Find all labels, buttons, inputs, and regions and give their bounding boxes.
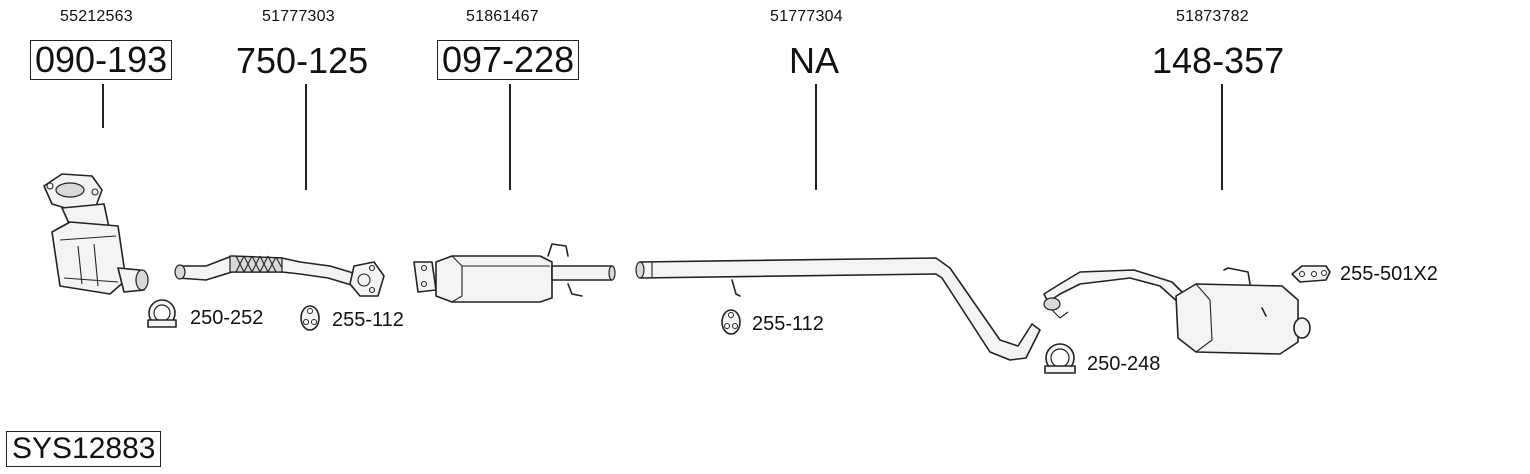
part-reference[interactable]: 148-357 bbox=[1152, 40, 1285, 81]
catalytic-converter-drawing[interactable] bbox=[43, 173, 149, 295]
part-reference[interactable]: NA bbox=[789, 40, 840, 81]
part-reference[interactable]: 750-125 bbox=[236, 40, 369, 81]
accessory-label[interactable]: 255-501X2 bbox=[1340, 263, 1438, 285]
oem-number: 55212563 bbox=[60, 8, 133, 25]
leader-line bbox=[1221, 84, 1223, 190]
accessory-label[interactable]: 250-252 bbox=[190, 307, 264, 329]
leader-line bbox=[305, 84, 307, 190]
rubber-ring-icon[interactable] bbox=[721, 309, 741, 335]
part-reference[interactable]: 097-228 bbox=[437, 40, 580, 80]
oem-number: 51777303 bbox=[262, 8, 335, 25]
rubber-ring-icon[interactable] bbox=[300, 305, 320, 331]
oem-number: 51861467 bbox=[466, 8, 539, 25]
rear-silencer-drawing[interactable] bbox=[1043, 267, 1311, 355]
leader-line bbox=[102, 84, 104, 128]
part-reference[interactable]: 090-193 bbox=[30, 40, 173, 80]
clamp-icon[interactable] bbox=[1044, 343, 1076, 374]
accessory-label[interactable]: 255-112 bbox=[332, 309, 404, 331]
oem-number: 51873782 bbox=[1176, 8, 1249, 25]
front-pipe-drawing[interactable] bbox=[174, 255, 385, 297]
hanger-bracket-icon[interactable] bbox=[1291, 265, 1331, 283]
leader-line bbox=[509, 84, 511, 190]
middle-silencer-drawing[interactable] bbox=[413, 243, 616, 303]
oem-number: 51777304 bbox=[770, 8, 843, 25]
system-code: SYS12883 bbox=[6, 431, 162, 467]
clamp-icon[interactable] bbox=[147, 299, 177, 328]
intermediate-pipe-drawing[interactable] bbox=[635, 257, 1041, 361]
leader-line bbox=[815, 84, 817, 190]
accessory-label[interactable]: 250-248 bbox=[1087, 353, 1161, 375]
accessory-label[interactable]: 255-112 bbox=[752, 313, 824, 335]
